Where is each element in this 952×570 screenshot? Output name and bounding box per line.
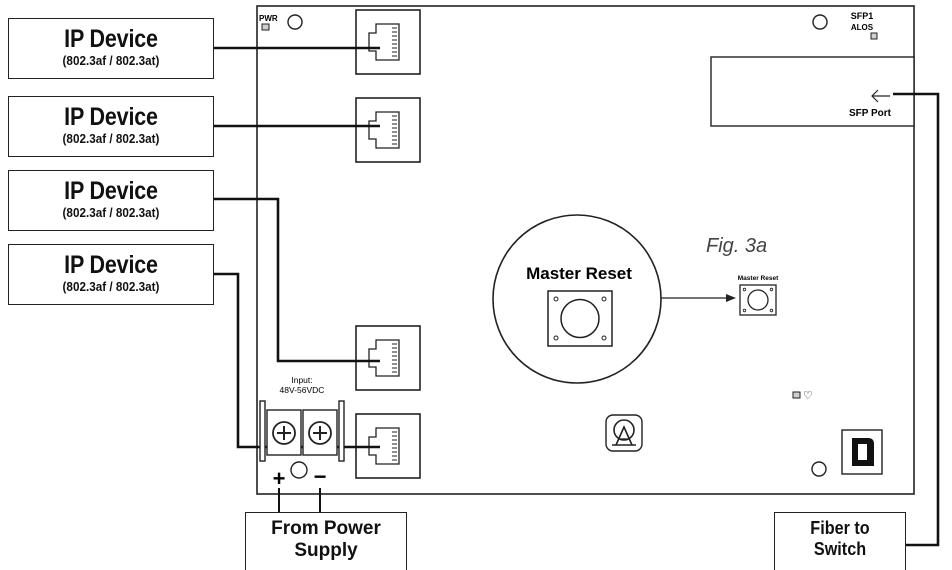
ip-device-box-3: IP Device (802.3af / 802.3at) (8, 170, 214, 231)
status-led (792, 391, 801, 399)
sfp1-label: SFP1 (851, 11, 874, 21)
mounting-hole (811, 461, 827, 477)
ip-device-title: IP Device (64, 25, 158, 53)
push-button-icon (739, 284, 777, 316)
rj45-port-icon (355, 325, 421, 391)
ip-device-standard: (802.3af / 802.3at) (62, 131, 160, 146)
pwr-led (261, 23, 270, 31)
power-supply-box: From Power Supply (245, 512, 407, 570)
mounting-hole (812, 14, 828, 30)
ip-device-title: IP Device (64, 251, 158, 279)
heart-icon: ♡ (803, 390, 813, 402)
fiber-label-line2: Switch (813, 539, 867, 559)
sfp-port (710, 56, 915, 127)
ip-device-title: IP Device (64, 103, 158, 131)
fiber-label-line1: Fiber to (810, 518, 870, 538)
terminal-screw-icon (272, 421, 296, 445)
sfp-led (870, 32, 878, 40)
ip-device-box-4: IP Device (802.3af / 802.3at) (8, 244, 214, 305)
master-reset-large-label: Master Reset (526, 264, 632, 283)
push-button-icon (547, 290, 613, 347)
input-label: Input: (291, 375, 312, 385)
input-voltage-label: 48V-56VDC (280, 385, 325, 395)
master-reset-small-label: Master Reset (738, 275, 779, 282)
plus-sign: + (273, 466, 286, 491)
minus-sign: − (314, 464, 327, 489)
power-supply-label-line2: Supply (294, 540, 358, 561)
ip-device-standard: (802.3af / 802.3at) (62, 279, 160, 294)
pwr-label: PWR (259, 14, 278, 23)
fiber-cable (893, 92, 940, 547)
ip-device-standard: (802.3af / 802.3at) (62, 205, 160, 220)
brand-badge-icon (841, 429, 883, 475)
ip-device-box-2: IP Device (802.3af / 802.3at) (8, 96, 214, 157)
cable-3 (214, 197, 380, 363)
rj45-port-icon (355, 9, 421, 75)
sfp-port-label: SFP Port (849, 108, 892, 119)
board-outline (256, 5, 915, 495)
figure-label: Fig. 3a (706, 235, 767, 257)
logo-icon (605, 414, 643, 452)
sfp-arrow-icon (871, 89, 890, 103)
power-supply-label-line1: From Power (271, 518, 381, 539)
ip-device-title: IP Device (64, 177, 158, 205)
callout-arrowhead (726, 294, 736, 302)
ip-device-box-1: IP Device (802.3af / 802.3at) (8, 18, 214, 79)
mounting-hole (287, 14, 303, 30)
terminal-screw-icon (308, 421, 332, 445)
ip-device-standard: (802.3af / 802.3at) (62, 53, 160, 68)
mounting-hole (290, 461, 308, 479)
fiber-to-switch-box: Fiber to Switch (774, 512, 906, 570)
alos-label: ALOS (851, 23, 874, 32)
rj45-port-icon (355, 97, 421, 163)
